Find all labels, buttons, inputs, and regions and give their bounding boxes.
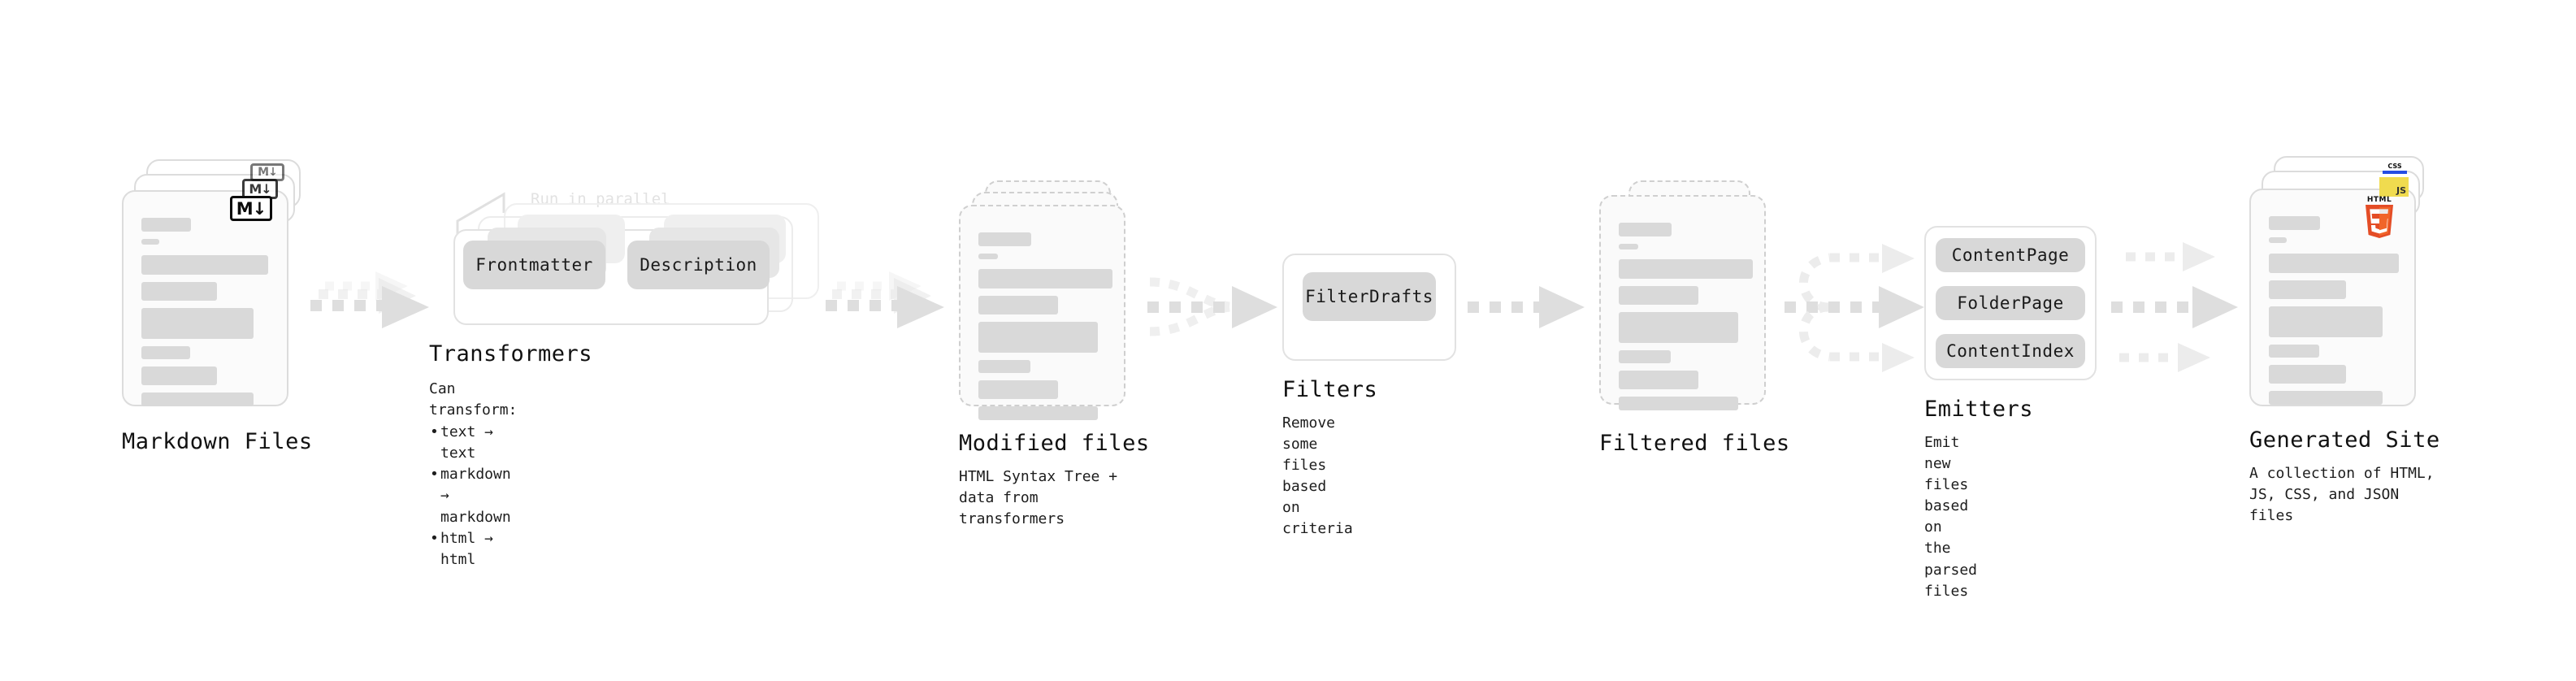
connector-transformers-to-modified [826, 271, 944, 328]
placeholder-line [1619, 371, 1698, 389]
list-item: html → html [429, 528, 517, 570]
filtered-card-front [1599, 195, 1766, 410]
connector-modified-to-filters [1147, 277, 1277, 336]
connector-markdown-to-transformers [310, 271, 429, 328]
stage-subtitle-generated-site: A collection of HTML, JS, CSS, and JSON … [2249, 465, 2435, 525]
modified-card-placeholder-lines [978, 232, 1112, 427]
placeholder-line [978, 296, 1058, 314]
placeholder-line [1619, 286, 1698, 305]
placeholder-line [978, 232, 1031, 246]
placeholder-line [2269, 345, 2319, 358]
html5-badge: HTML [2361, 194, 2398, 238]
css-badge-bar [2383, 171, 2407, 174]
css-badge-label: CSS [2387, 163, 2402, 170]
stage-modified-files: Modified files HTML Syntax Tree + data f… [959, 180, 1149, 527]
connector-filtered-to-emitters [1785, 244, 1924, 372]
markdown-card-placeholder-lines [141, 218, 269, 414]
svg-text:HTML: HTML [2367, 196, 2392, 204]
stage-subtitle-emitters: Emit new files based on the parsed files [1924, 434, 1978, 600]
placeholder-line [141, 346, 190, 359]
generated-card-placeholder-lines [2269, 216, 2399, 412]
filtered-card-placeholder-lines [1619, 223, 1753, 418]
placeholder-line [1619, 397, 1738, 410]
placeholder-line [978, 406, 1098, 420]
placeholder-line [978, 269, 1112, 288]
javascript-badge: JS [2379, 177, 2409, 197]
placeholder-line [1619, 259, 1753, 279]
placeholder-line [141, 255, 268, 275]
placeholder-line [141, 218, 191, 232]
markdown-file-stack: M↓ M↓ M↓ [122, 159, 317, 411]
transformers-list-lead: Can transform: [429, 380, 518, 419]
stage-title-generated-site: Generated Site [2249, 427, 2440, 453]
stage-title-filtered-files: Filtered files [1599, 431, 1790, 456]
placeholder-line [141, 308, 254, 339]
placeholder-line [2269, 216, 2320, 230]
placeholder-line [141, 239, 159, 245]
html5-logo-svg: HTML [2366, 196, 2393, 238]
stage-title-markdown-files: Markdown Files [122, 429, 313, 454]
placeholder-line [141, 393, 254, 406]
stage-markdown-files: M↓ M↓ M↓ Markdown Files [122, 159, 317, 454]
emitter-pill-contentpage[interactable]: ContentPage [1936, 238, 2085, 272]
transformers-list: text → text markdown → markdown html → h… [429, 422, 517, 570]
stage-title-transformers: Transformers [429, 341, 593, 367]
generated-site-stack: CSS JS [2249, 156, 2444, 408]
js-badge-label: JS [2396, 185, 2406, 196]
placeholder-line [1619, 312, 1738, 343]
connector-filters-to-filtered [1468, 286, 1585, 328]
emitter-pill-contentindex[interactable]: ContentIndex [1936, 334, 2085, 368]
css3-badge: CSS [2383, 163, 2407, 176]
placeholder-line [2269, 306, 2383, 337]
list-item: text → text [429, 422, 517, 464]
placeholder-line [1619, 223, 1672, 236]
stage-subtitle-filters: Remove some files based on criteria [1282, 414, 1353, 538]
placeholder-line [978, 322, 1098, 353]
modified-file-stack [959, 180, 1146, 424]
stage-title-filters: Filters [1282, 377, 1378, 402]
placeholder-line [2269, 237, 2287, 243]
connector-emitters-to-site [2111, 242, 2238, 372]
placeholder-line [2269, 365, 2346, 384]
filter-pill-filterdrafts[interactable]: FilterDrafts [1303, 272, 1436, 321]
transformer-pill-description[interactable]: Description [627, 241, 770, 289]
stage-filtered-files: Filtered files [1599, 180, 1789, 456]
emitter-pill-folderpage[interactable]: FolderPage [1936, 286, 2085, 320]
markdown-badge-front: M↓ [230, 196, 272, 221]
list-item: markdown → markdown [429, 464, 517, 527]
placeholder-line [2269, 391, 2383, 405]
markdown-card-front [122, 190, 288, 406]
modified-card-front [959, 205, 1125, 420]
placeholder-line [2269, 280, 2346, 299]
placeholder-line [2269, 254, 2399, 273]
placeholder-line [141, 282, 217, 301]
placeholder-line [141, 367, 217, 385]
placeholder-line [978, 360, 1030, 373]
stage-generated-site: CSS JS [2249, 156, 2444, 524]
placeholder-line [1619, 350, 1671, 363]
stage-title-modified-files: Modified files [959, 431, 1150, 456]
filtered-file-stack [1599, 180, 1786, 424]
placeholder-line [978, 254, 998, 259]
stage-subtitle-modified-files: HTML Syntax Tree + data from transformer… [959, 468, 1118, 528]
transformer-pill-frontmatter[interactable]: Frontmatter [463, 241, 605, 289]
transformers-capability-list: Can transform: text → text markdown → ma… [429, 379, 517, 570]
markdown-badge-back: M↓ [250, 163, 284, 181]
placeholder-line [978, 380, 1058, 399]
stage-title-emitters: Emitters [1924, 397, 2034, 422]
placeholder-line [1619, 244, 1638, 249]
